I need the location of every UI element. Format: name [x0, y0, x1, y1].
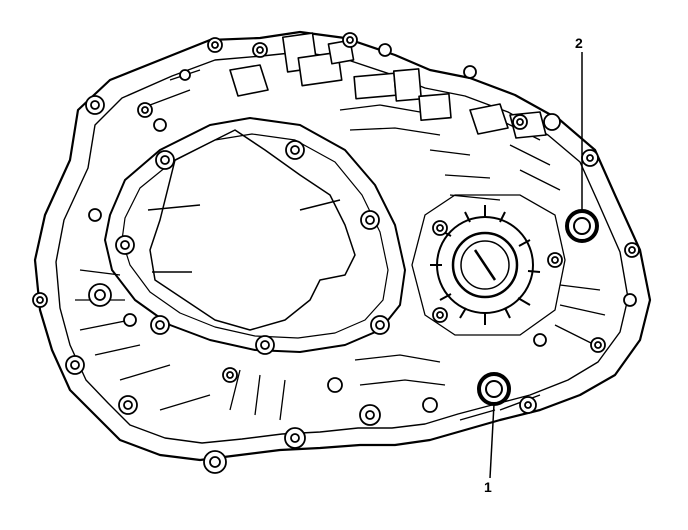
bolt-bosses [32, 32, 640, 474]
inner-cavity [147, 129, 356, 331]
top-components [229, 32, 547, 139]
leader-line-1 [489, 403, 495, 479]
callout-label-2: 2 [575, 35, 583, 51]
highlighted-bolt-2 [565, 209, 599, 243]
highlighted-bolts [477, 209, 599, 406]
callout-label-1: 1 [484, 479, 492, 495]
highlighted-bolt-1 [477, 372, 511, 406]
callout-leaders [489, 52, 583, 479]
bell-housing-outline [104, 117, 406, 353]
differential-hub [411, 194, 566, 336]
